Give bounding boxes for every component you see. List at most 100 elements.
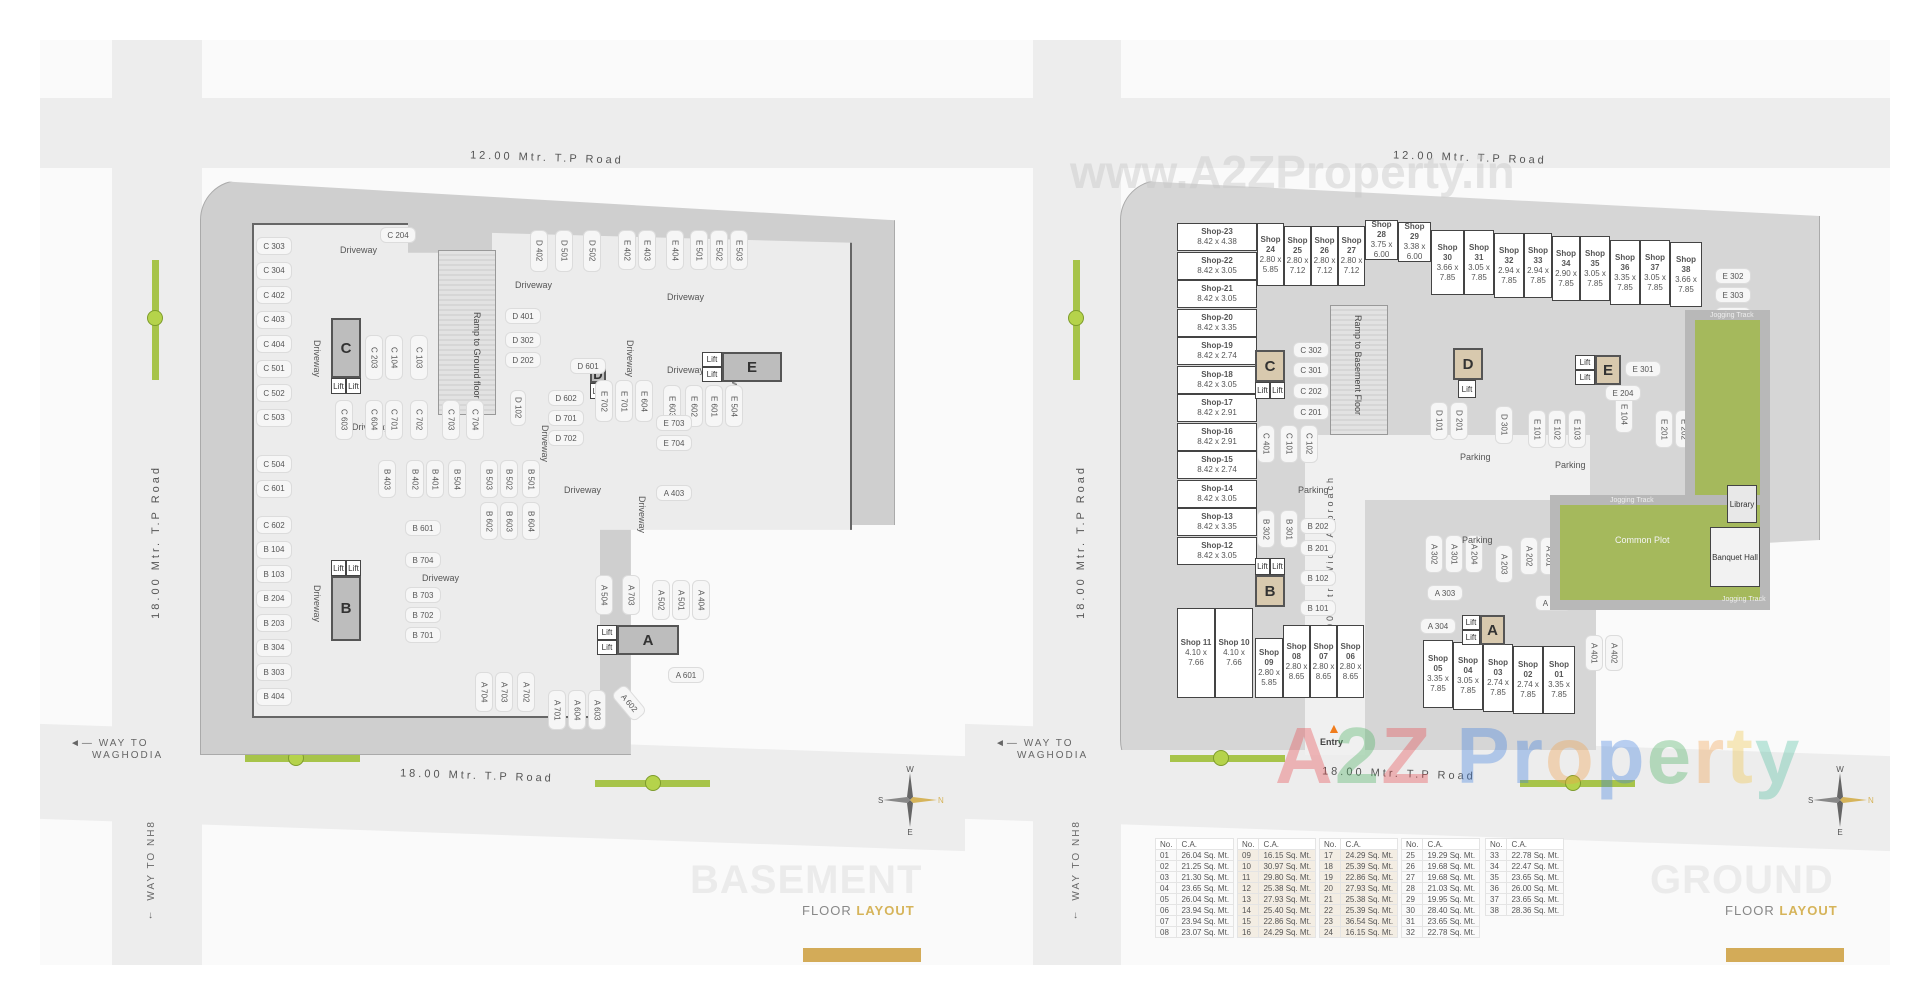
parking-spot: D 101 <box>1430 402 1448 440</box>
tree-icon <box>1068 310 1084 326</box>
watermark-letter: P <box>1456 711 1512 800</box>
shop-dimensions: 4.10 x 7.66 <box>1223 648 1245 667</box>
stair-core-e: E <box>1595 355 1621 385</box>
watermark-letter: Z <box>1381 711 1433 800</box>
arrow-left-icon: ◄— <box>70 738 94 749</box>
shop-name: Shop 30 <box>1437 242 1458 262</box>
parking-spot: D 702 <box>548 430 584 446</box>
floor-title: BASEMENT <box>690 858 923 902</box>
parking-spot: B 204 <box>256 589 292 608</box>
table-cell: 06 <box>1154 904 1178 916</box>
parking-spot: E 103 <box>1568 410 1586 448</box>
table-cell: 27.93 Sq. Mt. <box>1258 893 1317 905</box>
table-cell: 21.30 Sq. Mt. <box>1176 871 1235 883</box>
column-header: No. <box>1318 838 1342 850</box>
table-cell: 34 <box>1484 860 1508 872</box>
shop-name: Shop-12 <box>1201 540 1233 550</box>
way-to-waghodia: ◄— WAY TO WAGHODIA <box>995 738 1089 761</box>
shop-name: Shop 33 <box>1528 245 1548 265</box>
floor-title: GROUND <box>1650 858 1834 902</box>
parking-spot: C 301 <box>1293 362 1329 378</box>
table-cell: 30.97 Sq. Mt. <box>1258 860 1317 872</box>
lift-c-2: Lift <box>346 378 361 394</box>
stair-core-c: C <box>1255 350 1285 382</box>
shop-dimensions: 3.66 x 7.85 <box>1436 262 1459 282</box>
parking-spot: A 601 <box>668 667 704 683</box>
watermark-letter: A <box>1275 711 1335 800</box>
floor-subtitle: FLOOR LAYOUT <box>802 903 915 918</box>
driveway-label: Driveway <box>312 585 322 623</box>
parking-spot: C 103 <box>410 335 428 380</box>
table-cell: 27 <box>1400 871 1424 883</box>
shop-name: Shop-16 <box>1201 426 1233 436</box>
parking-spot: C 701 <box>385 400 403 440</box>
road-top <box>965 98 1890 168</box>
parking-spot: D 701 <box>548 410 584 426</box>
shop-dimensions: 8.42 x 3.05 <box>1197 493 1237 503</box>
table-cell: 18 <box>1318 860 1342 872</box>
parking-spot: E 503 <box>730 230 748 270</box>
table-cell: 21.25 Sq. Mt. <box>1176 860 1235 872</box>
parking-spot: D 302 <box>505 332 541 348</box>
parking-spot: A 301 <box>1445 535 1463 573</box>
shop-name: Shop-13 <box>1201 512 1233 521</box>
table-cell: 25.38 Sq. Mt. <box>1340 893 1399 905</box>
entry-arrow-icon: ▲ <box>1327 720 1341 736</box>
shop-name: Shop 26 <box>1314 236 1335 255</box>
table-cell: 26.04 Sq. Mt. <box>1176 893 1235 905</box>
parking-spot: A 303 <box>1427 585 1463 601</box>
table-cell: 19.29 Sq. Mt. <box>1422 849 1481 861</box>
watermark-letter: y <box>1754 711 1802 800</box>
parking-spot: D 102 <box>510 390 526 426</box>
table-cell: 36.54 Sq. Mt. <box>1340 915 1399 927</box>
shop-dimensions: 3.35 x 7.85 <box>1427 674 1449 693</box>
parking-spot: A 703 <box>622 575 640 615</box>
table-cell: 21.03 Sq. Mt. <box>1422 882 1481 894</box>
shop-name: Shop 32 <box>1499 245 1519 265</box>
table-cell: 19.68 Sq. Mt. <box>1422 871 1481 883</box>
shop-name: Shop-15 <box>1201 455 1233 464</box>
parking-spot: E 704 <box>656 435 692 451</box>
lift-a-1: Lift <box>1462 615 1480 630</box>
shop-name: Shop 02 <box>1518 660 1538 679</box>
compass-n: N <box>938 796 944 805</box>
road-left-label: 18.00 Mtr. T.P Road <box>150 465 162 619</box>
parking-spot: D 202 <box>505 352 541 368</box>
table-cell: 24 <box>1318 926 1342 938</box>
shop-name: Shop-18 <box>1201 369 1233 379</box>
table-cell: 22.47 Sq. Mt. <box>1506 860 1565 872</box>
lift-c-1: Lift <box>331 378 346 394</box>
shop-dimensions: 8.42 x 2.74 <box>1197 465 1237 474</box>
table-cell: 26.00 Sq. Mt. <box>1506 882 1565 894</box>
table-cell: 22.78 Sq. Mt. <box>1506 849 1565 861</box>
shop-name: Shop 08 <box>1286 641 1307 661</box>
parking-spot: C 501 <box>256 359 292 378</box>
shop-name: Shop 10 <box>1218 638 1250 647</box>
parking-spot: D 402 <box>530 230 548 272</box>
parking-spot: B 404 <box>256 687 292 706</box>
parking-spot: D 601 <box>570 358 606 374</box>
table-cell: 17 <box>1318 849 1342 861</box>
parking-spot: E 101 <box>1528 410 1546 448</box>
shop-name: Shop 31 <box>1469 242 1489 262</box>
parking-spot: E 501 <box>690 230 708 270</box>
driveway-label: Driveway <box>422 573 460 583</box>
parking-spot: B 201 <box>1300 540 1336 556</box>
shop-name: Shop 38 <box>1676 254 1696 274</box>
